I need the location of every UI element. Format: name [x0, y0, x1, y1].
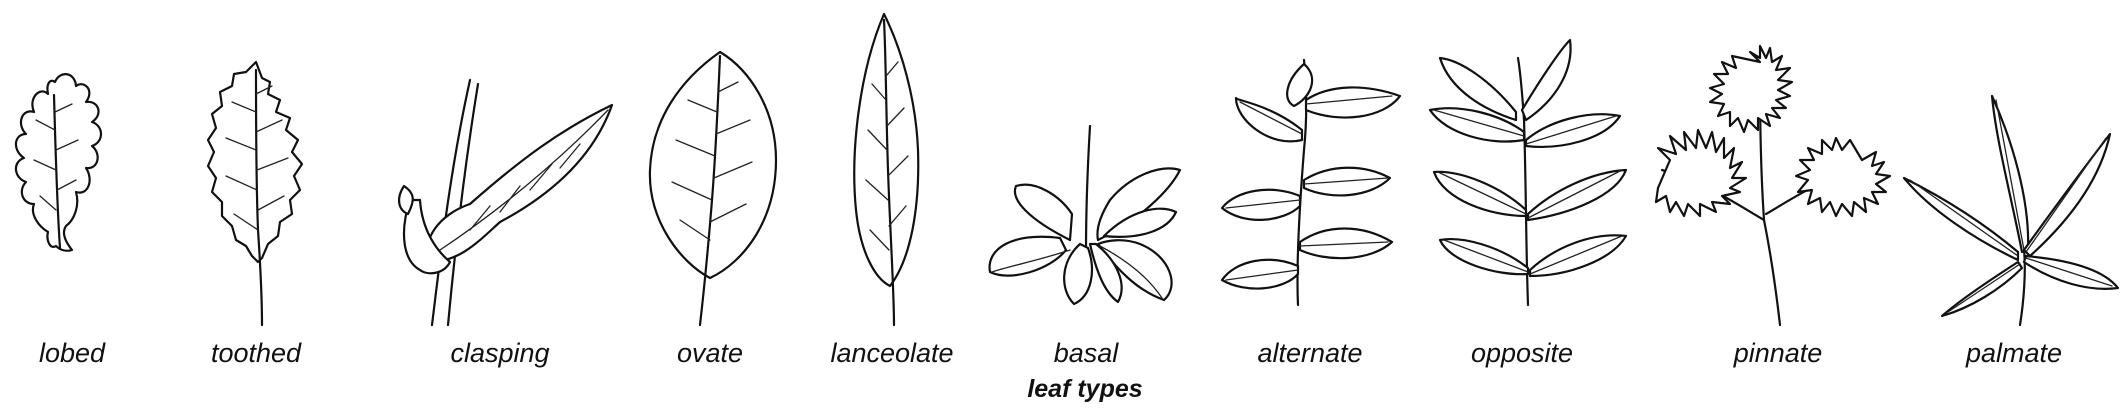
label-opposite: opposite — [1470, 338, 1574, 368]
pinnate-leaflets-top — [1708, 44, 1794, 134]
alternate-leaves-icon — [1220, 58, 1402, 307]
label-clasping: clasping — [450, 338, 550, 368]
ovate-leaf-icon — [648, 50, 778, 327]
pinnate-leaflets-left — [1654, 128, 1748, 218]
toothed-leaf-icon — [206, 60, 304, 327]
opposite-leaves-icon — [1428, 38, 1628, 307]
pinnate-leaflets-right — [1794, 136, 1892, 218]
label-lanceolate: lanceolate — [830, 338, 954, 368]
label-basal: basal — [1053, 338, 1119, 368]
figure-caption: leaf types — [1027, 375, 1143, 403]
label-pinnate: pinnate — [1733, 338, 1823, 368]
label-alternate: alternate — [1257, 338, 1363, 368]
palmate-leaves-icon — [1902, 94, 2120, 327]
lanceolate-leaf-icon — [853, 12, 920, 327]
label-ovate: ovate — [676, 338, 744, 368]
label-lobed: lobed — [38, 338, 106, 368]
label-toothed: toothed — [210, 338, 302, 368]
clasping-leaf-icon — [398, 78, 614, 327]
basal-leaves-icon — [988, 124, 1182, 306]
label-palmate: palmate — [1965, 338, 2063, 368]
lobed-leaf-icon — [14, 73, 103, 252]
pinnate-leaves-icon — [1654, 44, 1892, 327]
